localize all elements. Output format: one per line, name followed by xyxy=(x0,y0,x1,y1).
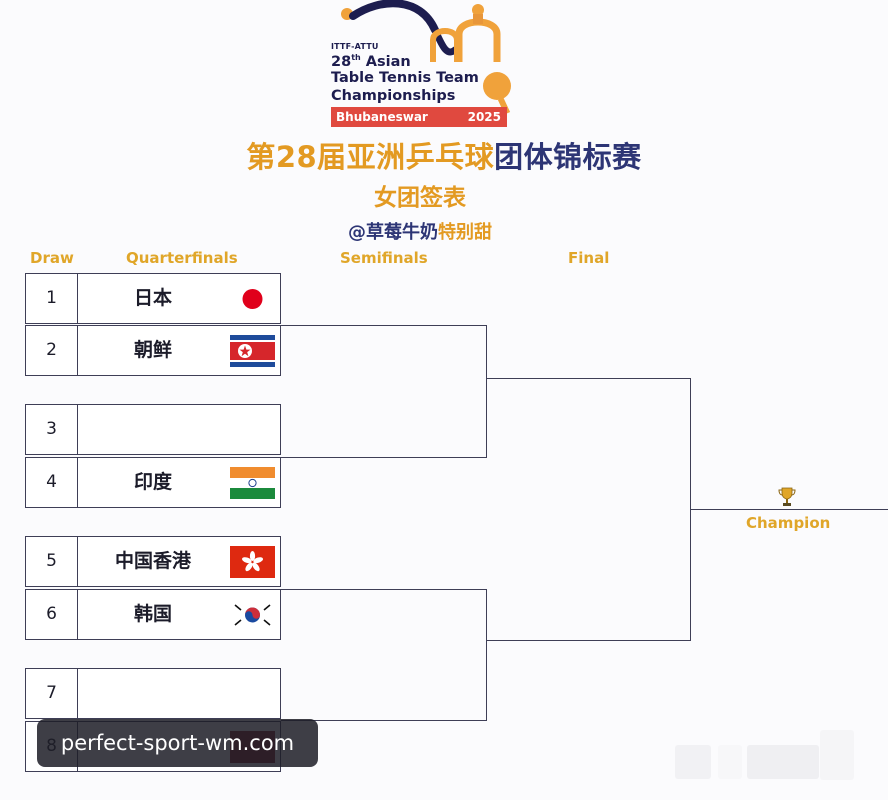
header-final: Final xyxy=(568,249,610,267)
logo-city: Bhubaneswar xyxy=(336,110,428,124)
draw-row-6: 6 韩国 xyxy=(25,589,281,640)
header-draw: Draw xyxy=(30,249,74,267)
bracket-qf-1 xyxy=(281,325,487,458)
champion-label: Champion xyxy=(746,514,831,532)
team-name: 日本 xyxy=(133,287,172,309)
bracket-qf-2 xyxy=(281,589,487,721)
blurred-region xyxy=(820,730,854,780)
logo-org-text: ITTF-ATTU xyxy=(331,42,379,51)
south-korea-flag-icon xyxy=(230,599,275,631)
team-name: 印度 xyxy=(133,471,172,493)
team-name: 韩国 xyxy=(133,603,172,625)
draw-number: 5 xyxy=(26,537,78,586)
logo-year: 2025 xyxy=(467,110,501,124)
draw-row-7: 7 xyxy=(25,668,281,719)
team-name: 中国香港 xyxy=(114,550,191,572)
header-quarterfinals: Quarterfinals xyxy=(126,249,238,267)
draw-number: 4 xyxy=(26,458,78,507)
championship-logo-graphic xyxy=(341,0,511,115)
blurred-region xyxy=(718,745,742,779)
trophy-icon xyxy=(778,487,796,506)
author-credit: @草莓牛奶特别甜 xyxy=(348,222,492,243)
logo-line-2: Table Tennis Team xyxy=(331,70,479,86)
draw-row-2: 2 朝鲜 xyxy=(25,325,281,376)
team-name xyxy=(78,405,228,454)
draw-row-3: 3 xyxy=(25,404,281,455)
bracket-final-line xyxy=(690,509,888,510)
team-name xyxy=(78,669,228,718)
page-subtitle: 女团签表 xyxy=(374,185,466,211)
logo-line-3: Championships xyxy=(331,88,456,104)
bracket-semifinal xyxy=(486,378,691,641)
india-flag-icon xyxy=(230,467,275,499)
blurred-region xyxy=(747,745,819,779)
north-korea-flag-icon xyxy=(230,335,275,367)
header-semifinals: Semifinals xyxy=(340,249,428,267)
draw-number: 1 xyxy=(26,274,78,323)
page-title: 第28届亚洲乒乓球团体锦标赛 xyxy=(246,140,642,174)
japan-flag-icon xyxy=(230,283,275,315)
draw-number: 2 xyxy=(26,326,78,375)
watermark: perfect-sport-wm.com xyxy=(37,719,318,767)
logo-location-bar: Bhubaneswar 2025 xyxy=(331,107,507,127)
draw-row-5: 5 中国香港 xyxy=(25,536,281,587)
draw-row-4: 4 印度 xyxy=(25,457,281,508)
draw-number: 6 xyxy=(26,590,78,639)
team-name: 朝鲜 xyxy=(133,339,172,361)
draw-row-1: 1 日本 xyxy=(25,273,281,324)
draw-number: 3 xyxy=(26,405,78,454)
logo-edition-line: 28th Asian xyxy=(331,53,411,70)
blurred-region xyxy=(675,745,711,779)
hong-kong-flag-icon xyxy=(230,546,275,578)
draw-number: 7 xyxy=(26,669,78,718)
